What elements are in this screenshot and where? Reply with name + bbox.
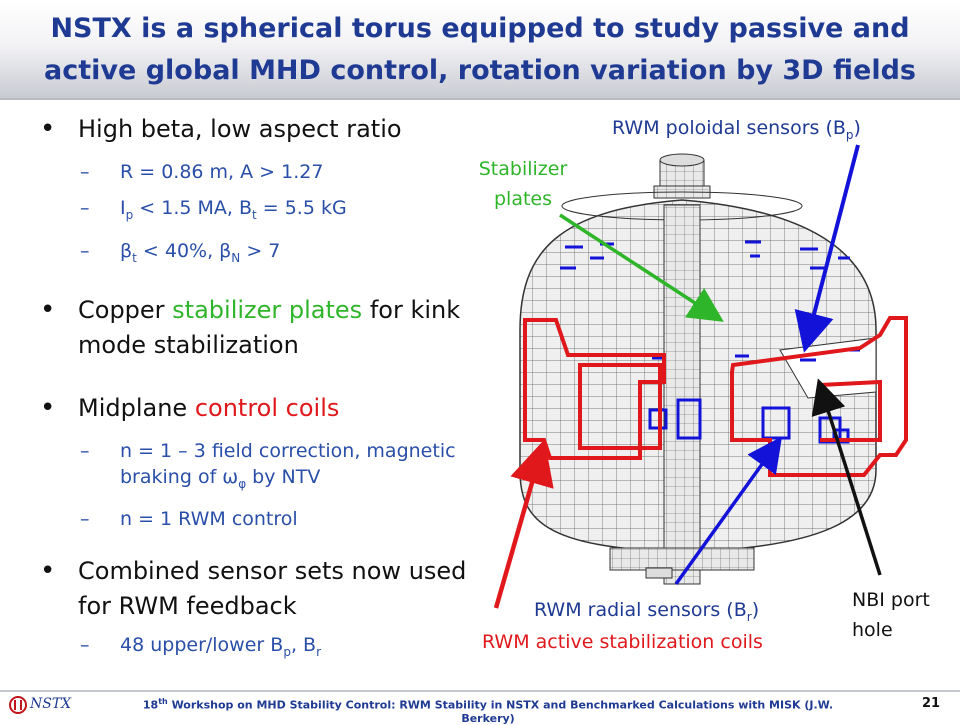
- arrow-active-coils: [493, 439, 554, 609]
- bullet-text: High beta, low aspect ratio: [78, 115, 402, 143]
- arrow-poloidal-sensors: [794, 144, 860, 353]
- arrow-nbi-port: [811, 378, 882, 576]
- top-stem: [653, 153, 711, 199]
- nstx-logo-icon: [9, 696, 27, 714]
- bullet-control-coils: • Midplane control coils: [40, 392, 340, 423]
- footer-text: 18th Workshop on MHD Stability Control: …: [142, 697, 834, 725]
- rwm-active-coils: [523, 316, 908, 477]
- label-poloidal-sensors: RWM poloidal sensors (Bp): [612, 117, 861, 142]
- bullet-copper-plates: • Copper stabilizer plates for kink mode…: [40, 294, 461, 359]
- footer-divider: [0, 690, 960, 692]
- slide-title: NSTX is a spherical torus equipped to st…: [44, 13, 916, 86]
- vessel-body: [519, 191, 877, 585]
- label-radial-sensors: RWM radial sensors (Br): [534, 599, 760, 624]
- title-bar: [0, 0, 960, 100]
- sub-bullet-beta: – βt < 40%, βN > 7: [80, 239, 281, 265]
- sub-bullet-sensor-count: – 48 upper/lower Bp, Br: [80, 634, 321, 660]
- logo-text: NSTX: [30, 696, 72, 712]
- sub-bullet-radius: – R = 0.86 m, A > 1.27: [80, 161, 324, 183]
- label-nbi-port: NBI port hole: [852, 589, 930, 641]
- page-number: 21: [922, 696, 941, 711]
- bullet-dot: •: [40, 114, 56, 144]
- label-stabilizer-plates: Stabilizer plates: [478, 158, 568, 210]
- sub-text: R = 0.86 m, A > 1.27: [120, 161, 324, 183]
- arrow-radial-sensors: [674, 436, 783, 586]
- label-active-coils: RWM active stabilization coils: [482, 631, 763, 653]
- bullet-list: • High beta, low aspect ratio – R = 0.86…: [40, 112, 470, 665]
- bullet-sensor-sets: • Combined sensor sets now used for RWM …: [40, 556, 467, 621]
- arrow-stabilizer-plates: [559, 213, 724, 322]
- bullet-high-beta: • High beta, low aspect ratio: [40, 112, 470, 147]
- sub-bullet-field-correction: – n = 1 – 3 field correction, magnetic b…: [80, 439, 456, 491]
- sub-bullet-rwm-control: – n = 1 RWM control: [80, 508, 298, 531]
- sub-bullet-current: – Ip < 1.5 MA, Bt = 5.5 kG: [80, 197, 347, 222]
